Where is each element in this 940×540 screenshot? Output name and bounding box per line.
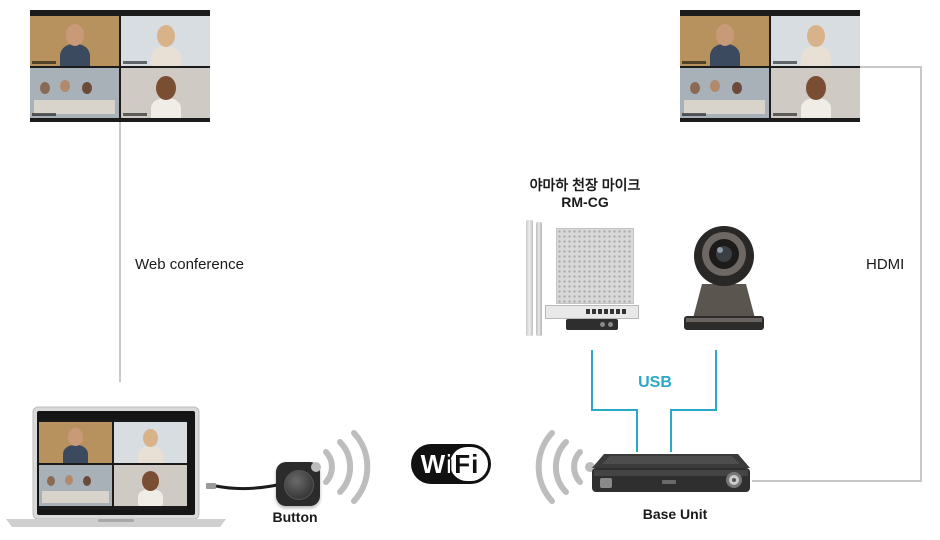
button-dongle-icon[interactable] — [276, 462, 320, 506]
wireless-waves-icon — [311, 430, 371, 504]
video-tile — [771, 68, 860, 118]
wifi-logo-icon — [411, 444, 491, 484]
hdmi-line-vertical — [920, 66, 922, 482]
usb-line-cam-across — [670, 409, 717, 411]
wireless-waves-icon — [535, 430, 595, 504]
base-unit-label: Base Unit — [642, 506, 708, 522]
video-tile — [30, 68, 119, 118]
video-tile — [39, 465, 112, 506]
ceiling-mic-bar-icon — [536, 222, 542, 336]
video-tile — [114, 422, 187, 463]
usb-cable-icon — [206, 482, 283, 491]
video-grid-screen-right — [680, 10, 860, 122]
usb-line-cam-to-base — [670, 409, 672, 452]
ptz-camera-icon — [684, 226, 764, 330]
hdmi-line-top — [858, 66, 921, 68]
video-tile — [680, 16, 769, 66]
base-unit-icon — [592, 454, 750, 492]
video-tile — [114, 465, 187, 506]
dsp-processor-icon — [566, 319, 618, 330]
usb-label: USB — [638, 374, 672, 391]
video-grid-screen-left — [30, 10, 210, 122]
usb-line-mic-across — [591, 409, 637, 411]
usb-line-cam-down — [715, 350, 717, 410]
video-tile — [771, 16, 860, 66]
network-switch-icon — [545, 305, 639, 319]
laptop-video-grid — [39, 420, 187, 510]
mic-title-label: 야마하 천장 마이크 — [529, 177, 641, 193]
video-tile — [39, 422, 112, 463]
ceiling-mic-bar-icon — [526, 220, 533, 336]
video-tile — [680, 68, 769, 118]
ceiling-mic-panel-icon — [556, 228, 634, 304]
mic-model-label: RM-CG — [561, 194, 609, 210]
video-tile — [121, 16, 210, 66]
usb-line-mic-to-base — [636, 409, 638, 452]
button-label: Button — [272, 509, 318, 525]
web-conference-label: Web conference — [135, 256, 244, 273]
hdmi-line-bottom — [752, 480, 922, 482]
wifi-logo-text: WiFi — [414, 447, 486, 481]
usb-line-mic-down — [591, 350, 593, 410]
video-tile — [121, 68, 210, 118]
hdmi-label: HDMI — [866, 256, 905, 273]
web-conference-line — [119, 122, 121, 382]
video-tile — [30, 16, 119, 66]
